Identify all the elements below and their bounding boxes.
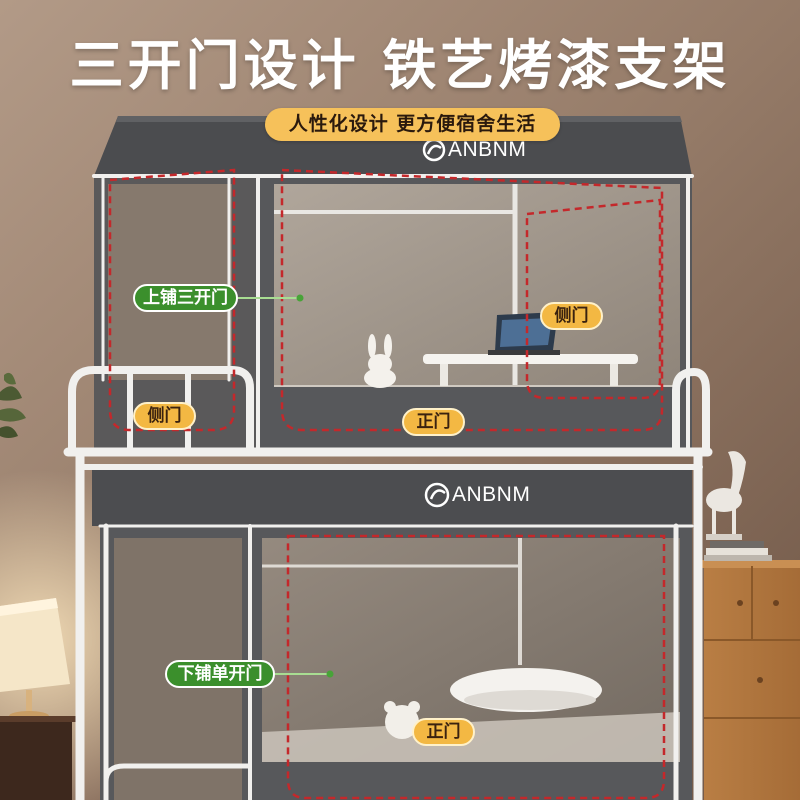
wooden-dresser <box>700 560 800 800</box>
upper-right-side-door-outline <box>525 198 662 400</box>
lower-canopy-logo: ANBNM <box>452 483 531 506</box>
pillow <box>450 668 602 712</box>
headline-subtitle-pill: 人性化设计 更方便宿舍生活 <box>265 108 560 141</box>
potted-plant <box>0 372 26 438</box>
upper-front-door-label: 正门 <box>402 408 465 436</box>
lower-tent-canopy <box>92 470 692 526</box>
upper-right-side-door-label: 侧门 <box>540 302 603 330</box>
headline-title: 三开门设计 铁艺烤漆支架 <box>69 34 731 97</box>
upper-front-mesh <box>274 184 680 386</box>
lower-tent <box>92 470 692 800</box>
bear-cushion <box>384 701 420 739</box>
upper-front-door-outline <box>280 168 664 432</box>
upper-guard-rail <box>68 366 710 456</box>
bedside-table <box>423 354 638 386</box>
upper-bunk-label: 上铺三开门 <box>133 284 238 312</box>
bunny-figurine <box>364 334 396 388</box>
upper-tent <box>94 116 692 452</box>
upper-left-side-door-outline <box>108 168 236 432</box>
lower-front-door-outline <box>286 534 666 800</box>
bed-base-beams <box>63 447 713 470</box>
upper-frame-poles <box>92 174 694 454</box>
upper-left-side-door-label: 侧门 <box>133 402 196 430</box>
lower-front-door-label: 正门 <box>412 718 475 746</box>
upper-canopy-logo: ANBNM <box>448 138 527 161</box>
lower-bunk-label: 下铺单开门 <box>165 660 275 688</box>
book-stack <box>704 541 772 561</box>
brand-logo-icon <box>424 482 450 508</box>
side-table <box>0 716 76 800</box>
upper-left-side-mesh <box>108 184 232 380</box>
horse-figurine <box>706 451 746 540</box>
upper-label-connector <box>238 294 304 302</box>
lower-label-connector <box>275 670 334 678</box>
